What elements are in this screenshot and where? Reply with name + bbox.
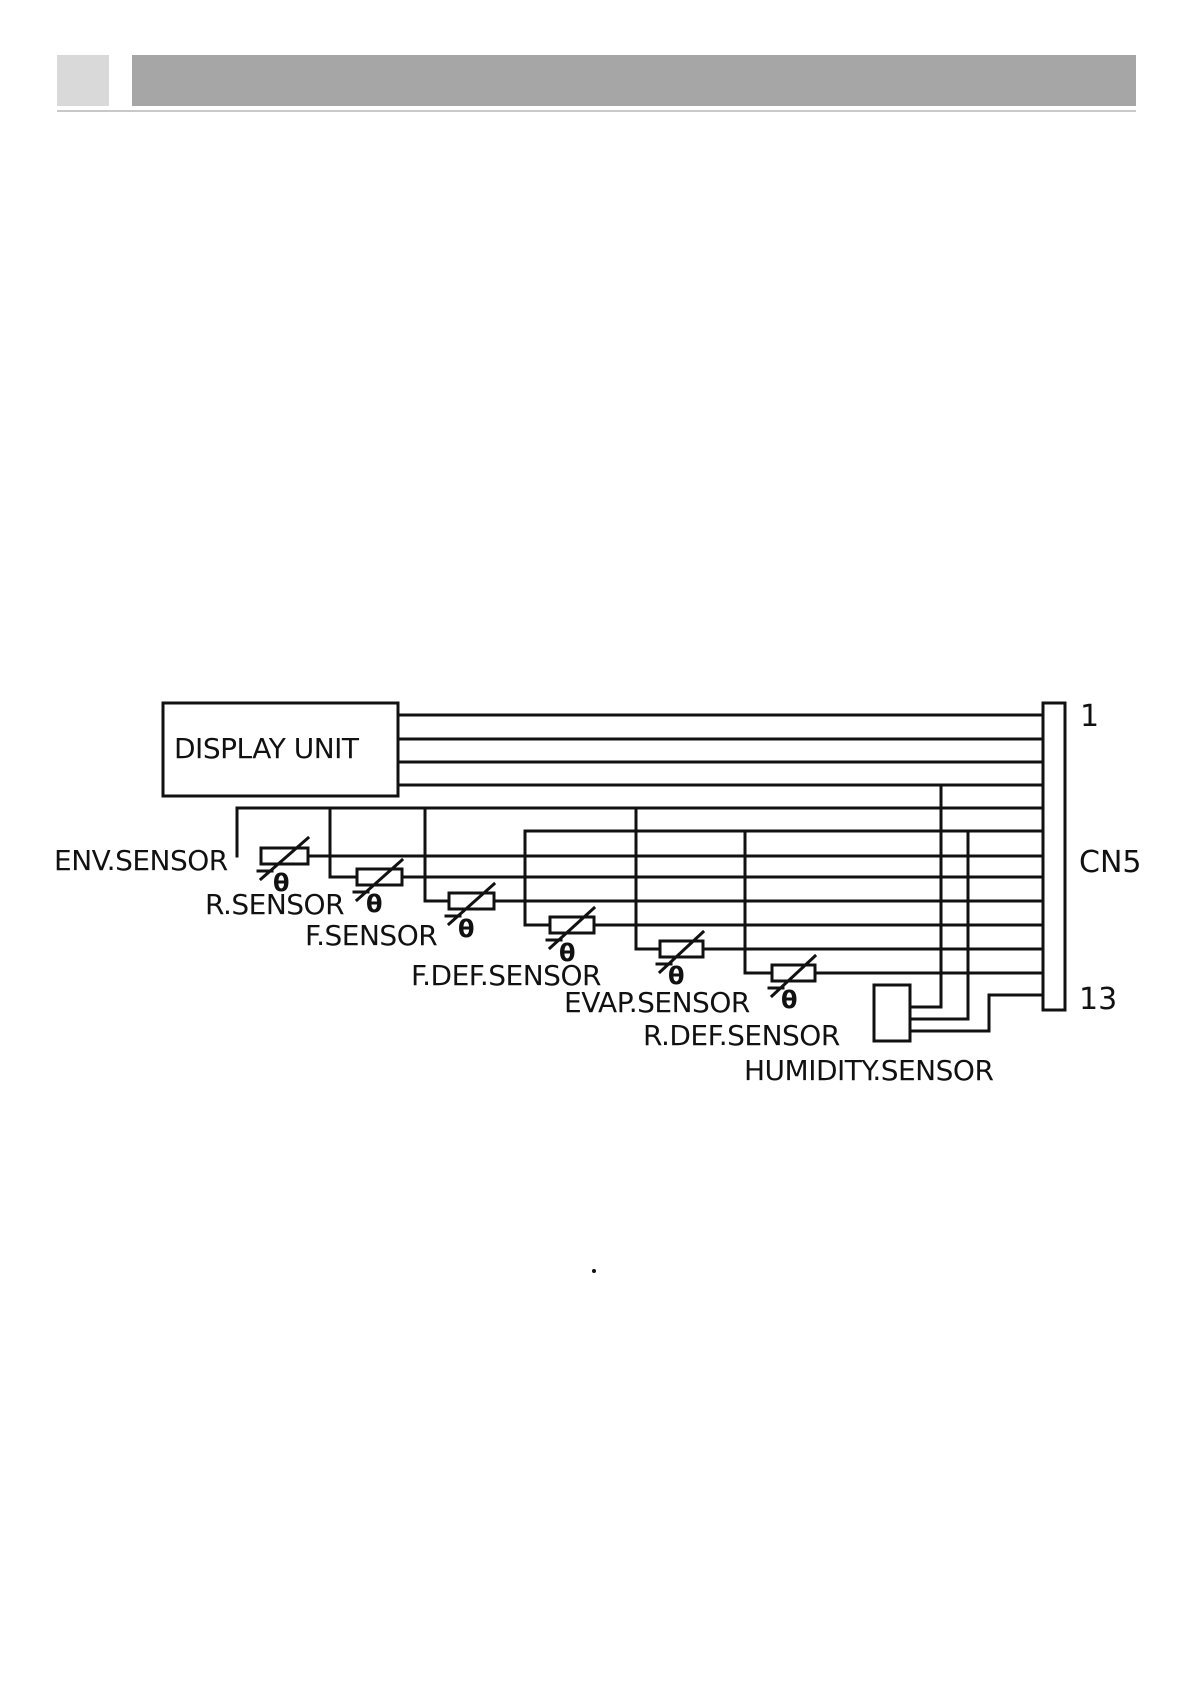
sensor-label-f: F.SENSOR: [305, 919, 437, 952]
humidity-wires: [910, 785, 1043, 1031]
display-unit-label: DISPLAY UNIT: [174, 732, 360, 765]
cn5-pin-first: 1: [1080, 699, 1099, 734]
thermistor-evap: θ: [657, 932, 703, 990]
thermistor-f: θ: [446, 884, 494, 943]
humidity-sensor-box: [874, 985, 910, 1041]
display-unit-wires: [398, 715, 1043, 785]
thermistor-r-def: θ: [769, 956, 815, 1014]
cn5-name: CN5: [1079, 845, 1141, 880]
thermistor-r: θ: [354, 860, 402, 918]
svg-text:θ: θ: [458, 915, 475, 943]
sensor-label-evap: EVAP.SENSOR: [564, 986, 750, 1019]
cn5-pin-last: 13: [1079, 982, 1117, 1017]
stray-dot: [592, 1269, 596, 1273]
sensor-label-humidity: HUMIDITY.SENSOR: [744, 1054, 993, 1087]
sensor-label-r: R.SENSOR: [205, 888, 344, 921]
cn5-connector: [1043, 703, 1065, 1010]
svg-text:θ: θ: [781, 986, 798, 1014]
sensor-label-r-def: R.DEF.SENSOR: [643, 1019, 840, 1052]
svg-text:θ: θ: [366, 890, 383, 918]
sensor-label-env: ENV.SENSOR: [54, 844, 228, 877]
